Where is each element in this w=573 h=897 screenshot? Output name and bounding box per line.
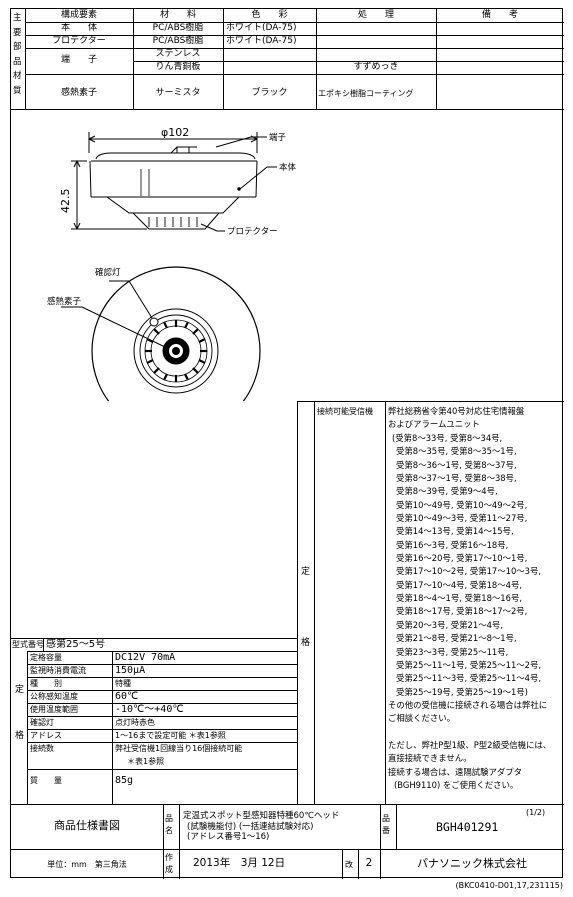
connect-model-list: (受第8～33号, 受第8～34号, 受第8～35号, 受第8～35～1号, 受… bbox=[392, 432, 541, 699]
spec-value: -10℃～+40℃ bbox=[115, 704, 184, 715]
model-item: 受第23～3号, 受第25～11号, bbox=[396, 646, 509, 657]
part-number: BGH401291 bbox=[436, 820, 499, 834]
number-label: 品番 bbox=[382, 814, 390, 835]
name-label: 品名 bbox=[165, 814, 173, 835]
spec-value: 特種 bbox=[115, 679, 131, 688]
product-name: 定温式スポット型感知器特種60℃ヘッド (試験機能付) (一括連結試験対応) (… bbox=[183, 811, 340, 842]
model-item: 受第25～11～3号, 受第25～11～4号, bbox=[396, 673, 542, 684]
model-item: 受第16～3号, 受第16～18号, bbox=[396, 539, 509, 550]
spec-label: 定格容量 bbox=[30, 653, 62, 662]
row-material: サーミスタ bbox=[155, 88, 201, 98]
materials-side-label: 主要 部品 材質 bbox=[13, 13, 22, 96]
model-item: 受第8～37～1号, 受第8～38号, bbox=[396, 473, 517, 484]
connect-side-char-2: 格 bbox=[301, 638, 311, 648]
model-item: 受第16～20号, 受第17～10～1号, bbox=[396, 553, 528, 564]
height-label: 42.5 bbox=[59, 189, 72, 214]
row-color: ホワイト(DA-75) bbox=[226, 23, 297, 33]
doc-title: 商品仕様書図 bbox=[54, 819, 120, 832]
sensor-label: 感熱素子 bbox=[47, 296, 82, 307]
model-item: 受第17～10～4号, 受第18～4号, bbox=[396, 579, 522, 590]
model-item: 受第25～19号, 受第25～19～1号) bbox=[396, 686, 528, 697]
model-item: 受第10～49号, 受第10～49～2号, bbox=[396, 499, 528, 510]
model-item: 受第25～11～1号, 受第25～11～2号, bbox=[396, 659, 542, 670]
body-label: 本体 bbox=[279, 162, 297, 173]
model-item: (受第8～33号, 受第8～34号, bbox=[392, 433, 503, 443]
header-material: 材 料 bbox=[159, 10, 196, 20]
row-material: ステンレス bbox=[155, 49, 201, 59]
spec-value: 60℃ bbox=[115, 691, 139, 702]
connect-notes: その他の受信機に接続される場合は弊社に ご相談ください。 ただし、弊社P型1級、… bbox=[388, 700, 552, 791]
specs-side-char-1: 定 bbox=[15, 685, 25, 695]
header-color: 色 彩 bbox=[251, 10, 288, 20]
row-material: りん青銅板 bbox=[155, 62, 201, 72]
row-element: 本 体 bbox=[60, 23, 97, 33]
company-name: パナソニック株式会社 bbox=[417, 857, 527, 870]
header-treatment: 処 理 bbox=[357, 10, 394, 20]
spec-value: ＊表1参照 bbox=[127, 757, 165, 766]
model-item: 受第10～49～3号, 受第11～27号, bbox=[396, 513, 528, 524]
spec-value: 150μA bbox=[115, 665, 146, 676]
type-label: 型式番号 bbox=[12, 640, 44, 649]
unit-note: 単位：mm 第三角法 bbox=[47, 860, 127, 869]
creation-date: 2013年 3月 12日 bbox=[193, 857, 286, 869]
model-item: 受第18～17号, 受第18～17～2号, bbox=[396, 606, 528, 617]
spec-sheet: 主要 部品 材質 構成要素 材 料 色 彩 処 理 備 考 本 体 PC/ABS… bbox=[10, 8, 564, 879]
model-item: 受第8～36～1号, 受第8～37号, bbox=[396, 459, 517, 470]
spec-label: 確認灯 bbox=[30, 718, 54, 727]
spec-label: 接続数 bbox=[30, 744, 54, 753]
page-number: (1/2) bbox=[526, 808, 546, 817]
model-item: 受第20～3号, 受第21～4号, bbox=[396, 619, 503, 630]
indicator-label: 確認灯 bbox=[95, 267, 121, 278]
row-element: プロテクター bbox=[52, 36, 106, 46]
made-label: 作成 bbox=[165, 853, 173, 874]
diameter-label: φ102 bbox=[161, 126, 189, 139]
specs-side-char-2: 格 bbox=[15, 731, 25, 741]
row-element: 感熱素子 bbox=[60, 88, 97, 98]
model-item: 受第18～4～1号, 受第18～16号, bbox=[396, 593, 522, 604]
header-element: 構成要素 bbox=[60, 10, 97, 20]
connect-side-char-1: 定 bbox=[301, 567, 311, 577]
revision-label: 改 bbox=[345, 860, 353, 869]
spec-label: 種 別 bbox=[30, 679, 62, 688]
row-treatment: エポキシ樹脂コーティング bbox=[318, 89, 414, 98]
row-treatment: すずめっき bbox=[353, 62, 399, 72]
document-code: (BKC0410-D01,17,231115) bbox=[455, 881, 563, 890]
type-value: 感第25～5号 bbox=[46, 639, 106, 650]
side-view bbox=[71, 132, 277, 232]
bottom-view bbox=[61, 266, 261, 401]
model-item: 受第8～39号, 受第9～4号, bbox=[396, 486, 498, 497]
row-color: ホワイト(DA-75) bbox=[226, 36, 297, 46]
spec-value: 弊社受信機1回線当り16個接続可能 bbox=[115, 744, 243, 753]
spec-label: 使用温度範囲 bbox=[30, 705, 78, 714]
row-color: ブラック bbox=[251, 88, 288, 98]
spec-label: 公称感知温度 bbox=[30, 692, 78, 701]
row-material: PC/ABS樹脂 bbox=[152, 36, 204, 46]
spec-value: DC12V 70mA bbox=[115, 652, 176, 663]
spec-label: アドレス bbox=[30, 731, 62, 740]
product-drawing: φ102 42.5 端子 本体 プロテクター bbox=[47, 126, 297, 401]
terminal-label: 端子 bbox=[269, 132, 287, 143]
row-material: PC/ABS樹脂 bbox=[152, 23, 204, 33]
model-item: 受第21～8号, 受第21～8～1号, bbox=[396, 633, 517, 644]
spec-value: 1～16まで設定可能 ＊表1参照 bbox=[115, 731, 226, 740]
row-element: 端 子 bbox=[60, 55, 97, 65]
protector-label: プロテクター bbox=[227, 227, 278, 237]
spec-value: 85g bbox=[115, 775, 134, 786]
revision-number: 2 bbox=[365, 857, 373, 869]
model-item: 受第14～13号, 受第14～15号, bbox=[396, 526, 514, 537]
spec-label: 質 量 bbox=[30, 776, 62, 785]
spec-label: 監視時消費電流 bbox=[30, 666, 86, 675]
connect-header: 接続可能受信機 bbox=[317, 407, 373, 416]
connect-intro: 弊社総務省令第40号対応住宅情報盤 およびアラームユニット bbox=[388, 406, 525, 430]
spec-value: 点灯時赤色 bbox=[115, 718, 155, 727]
header-remarks: 備 考 bbox=[481, 10, 518, 20]
model-item: 受第17～10～2号, 受第17～10～3号, bbox=[396, 566, 542, 577]
model-item: 受第8～35号, 受第8～35～1号, bbox=[396, 446, 517, 457]
